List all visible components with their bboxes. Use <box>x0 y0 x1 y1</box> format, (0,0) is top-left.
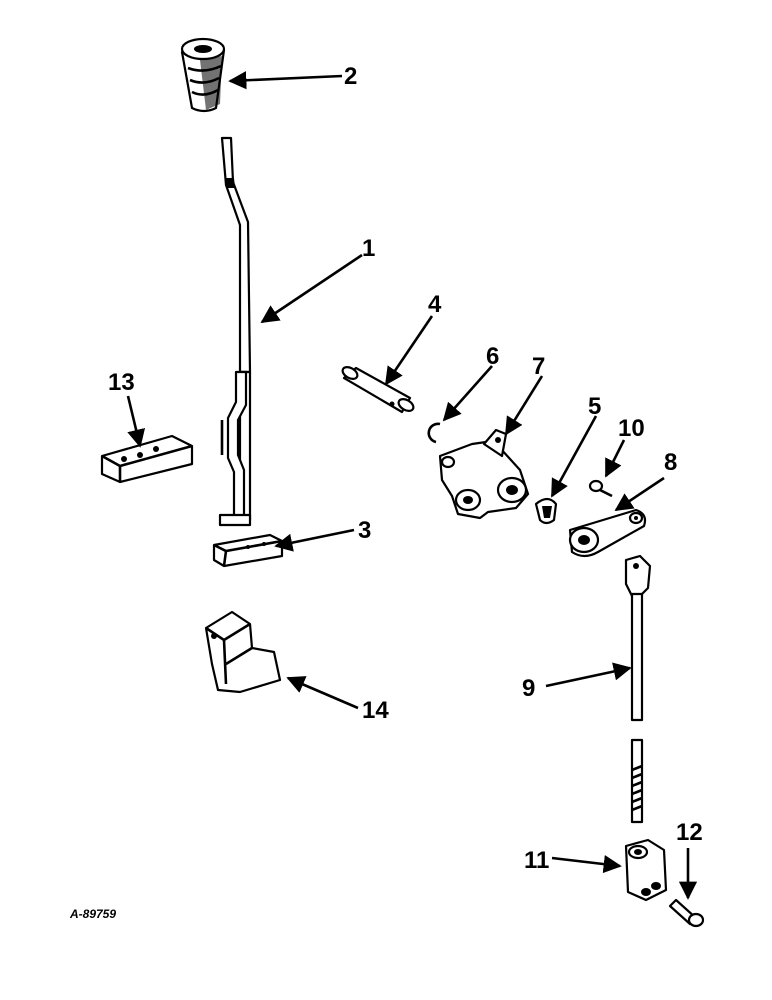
part-11-yoke <box>624 838 668 902</box>
callout-1: 1 <box>362 235 375 262</box>
callout-10: 10 <box>618 415 645 442</box>
part-9-rod <box>624 554 652 824</box>
callout-3: 3 <box>358 517 371 544</box>
part-5-fitting <box>534 497 558 525</box>
part-4-pin <box>341 366 415 414</box>
part-13-pad <box>100 434 194 484</box>
part-12-bolt <box>668 898 705 928</box>
part-8-arm <box>568 508 647 558</box>
callout-12: 12 <box>676 819 703 846</box>
callout-13: 13 <box>108 369 135 396</box>
part-6-clip-ring <box>427 422 441 444</box>
callout-8: 8 <box>664 449 677 476</box>
part-14-bracket <box>204 610 282 694</box>
drawing-number: A-89759 <box>69 907 116 921</box>
callout-9: 9 <box>522 675 535 702</box>
part-10-screw <box>588 479 613 498</box>
callout-14: 14 <box>362 697 389 724</box>
callout-11: 11 <box>524 847 549 874</box>
leader-lines <box>126 71 698 900</box>
callout-4: 4 <box>428 291 442 318</box>
callout-2: 2 <box>344 63 357 90</box>
part-3-block <box>212 533 284 568</box>
callout-6: 6 <box>486 343 499 370</box>
callout-5: 5 <box>588 393 601 420</box>
part-7-housing <box>438 428 530 520</box>
part-1-shift-lever <box>218 136 252 527</box>
part-2-knob <box>180 37 226 113</box>
callout-7: 7 <box>532 353 545 380</box>
